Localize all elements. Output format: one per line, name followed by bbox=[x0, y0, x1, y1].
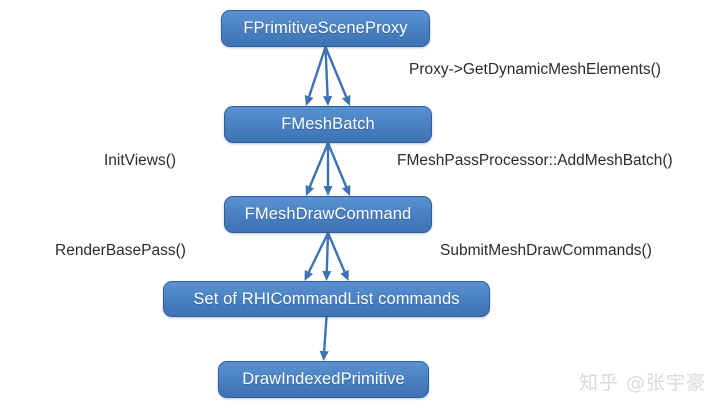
arrow-proxy-to-batch-0-head bbox=[304, 95, 314, 106]
node-label: FMeshBatch bbox=[281, 115, 375, 133]
arrow-proxy-to-batch-1-shaft bbox=[324, 46, 329, 97]
arrow-batch-to-command-1-head bbox=[323, 186, 333, 196]
edge-label-submit-mesh-draw-commands: SubmitMeshDrawCommands() bbox=[440, 242, 652, 259]
arrow-command-to-rhilist-0-shaft bbox=[307, 232, 330, 273]
arrow-batch-to-command-2-shaft bbox=[326, 142, 348, 188]
edge-label-render-base-pass: RenderBasePass() bbox=[55, 242, 186, 259]
arrow-command-to-rhilist-1-shaft bbox=[325, 232, 330, 272]
node-drawindexedprimitive[interactable]: DrawIndexedPrimitive bbox=[218, 361, 429, 398]
arrow-batch-to-command-0-shaft bbox=[308, 142, 330, 188]
arrow-command-to-rhilist-1-head bbox=[322, 270, 332, 281]
arrow-proxy-to-batch-2-head bbox=[341, 95, 351, 106]
node-label: DrawIndexedPrimitive bbox=[242, 370, 405, 388]
arrow-proxy-to-batch-2-shaft bbox=[324, 46, 348, 98]
edge-label-add-mesh-batch: FMeshPassProcessor::AddMeshBatch() bbox=[397, 152, 673, 169]
arrow-batch-to-command-0-head bbox=[305, 185, 315, 196]
arrow-command-to-rhilist-2-head bbox=[340, 269, 349, 281]
arrow-proxy-to-batch-0-shaft bbox=[307, 46, 327, 97]
arrow-batch-to-command-2-head bbox=[341, 185, 351, 196]
arrow-rhilist-to-draw-shaft bbox=[322, 316, 328, 352]
node-set-of-rhicommandlist-commands[interactable]: Set of RHICommandList commands bbox=[163, 281, 490, 317]
arrow-command-to-rhilist-0-head bbox=[304, 269, 314, 281]
edge-label-init-views: InitViews() bbox=[104, 152, 177, 169]
node-fmeshbatch[interactable]: FMeshBatch bbox=[224, 106, 432, 143]
node-label: FMeshDrawCommand bbox=[244, 205, 412, 223]
node-label: FPrimitiveSceneProxy bbox=[243, 19, 408, 37]
arrow-rhilist-to-draw-head bbox=[319, 350, 329, 361]
node-fmeshdrawcommand[interactable]: FMeshDrawCommand bbox=[224, 196, 432, 233]
arrow-command-to-rhilist-2-shaft bbox=[326, 232, 346, 273]
node-fprimitivesceneproxy[interactable]: FPrimitiveSceneProxy bbox=[221, 10, 430, 47]
arrow-proxy-to-batch-1-head bbox=[322, 95, 333, 106]
watermark: 知乎 @张宇豪 bbox=[578, 372, 706, 394]
node-label: Set of RHICommandList commands bbox=[193, 289, 460, 308]
edge-label-get-dynamic-mesh-elements: Proxy->GetDynamicMeshElements() bbox=[409, 61, 661, 78]
